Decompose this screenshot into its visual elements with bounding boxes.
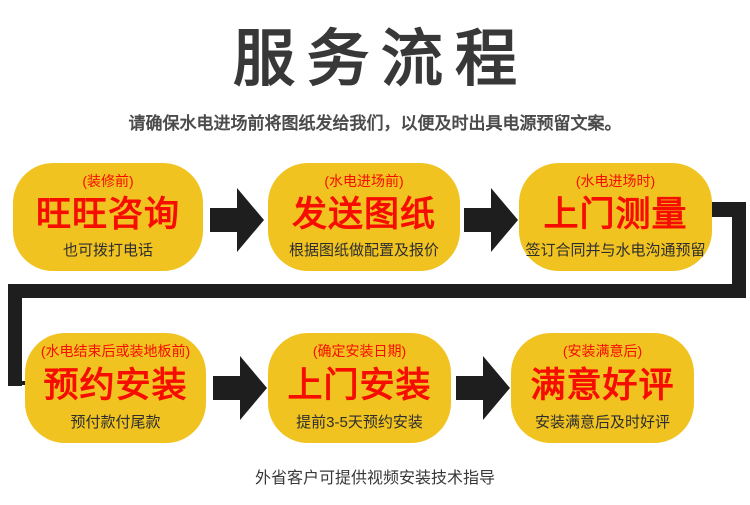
step-title: 上门测量 — [543, 195, 688, 235]
flow-arrow-right-icon — [464, 188, 518, 252]
step-card-good-review: (安装满意后) 满意好评 安装满意后及时好评 — [511, 333, 694, 443]
step-stage-label: (水电结束后或装地板前) — [40, 343, 191, 359]
flow-arrow-right-icon — [213, 356, 267, 420]
step-stage-label: (水电进场时) — [575, 173, 656, 189]
page-subtitle: 请确保水电进场前将图纸发给我们，以便及时出具电源预留文案。 — [128, 114, 622, 133]
connector-vertical-left — [8, 284, 22, 386]
step-title: 发送图纸 — [291, 195, 436, 235]
step-title: 预约安装 — [43, 366, 188, 406]
connector-horizontal-bar — [8, 284, 746, 298]
step-note: 预付款付尾款 — [70, 414, 161, 431]
step-card-onsite-install: (确定安装日期) 上门安装 提前3-5天预约安装 — [268, 333, 451, 443]
step-note: 也可拨打电话 — [62, 242, 153, 259]
step-card-book-install: (水电结束后或装地板前) 预约安装 预付款付尾款 — [25, 333, 206, 443]
step-card-wangwang-consult: (装修前) 旺旺咨询 也可拨打电话 — [13, 163, 203, 271]
step-title: 旺旺咨询 — [35, 195, 180, 235]
step-title: 上门安装 — [287, 366, 432, 406]
step-note: 签订合同并与水电沟通预留 — [525, 242, 706, 259]
step-stage-label: (装修前) — [82, 173, 134, 189]
step-stage-label: (安装满意后) — [562, 343, 643, 359]
page-title: 服务流程 — [232, 25, 529, 94]
flow-arrow-right-icon — [456, 356, 510, 420]
connector-vertical-right — [732, 202, 746, 298]
step-note: 提前3-5天预约安装 — [296, 414, 423, 431]
step-card-onsite-measure: (水电进场时) 上门测量 签订合同并与水电沟通预留 — [519, 163, 712, 271]
step-card-send-drawings: (水电进场前) 发送图纸 根据图纸做配置及报价 — [268, 163, 460, 271]
flow-arrow-right-icon — [210, 188, 264, 252]
step-stage-label: (水电进场前) — [324, 173, 404, 189]
step-note: 安装满意后及时好评 — [534, 414, 670, 431]
footer-note: 外省客户可提供视频安装技术指导 — [254, 470, 495, 487]
step-title: 满意好评 — [530, 366, 675, 406]
step-stage-label: (确定安装日期) — [312, 343, 407, 359]
step-note: 根据图纸做配置及报价 — [288, 242, 439, 259]
